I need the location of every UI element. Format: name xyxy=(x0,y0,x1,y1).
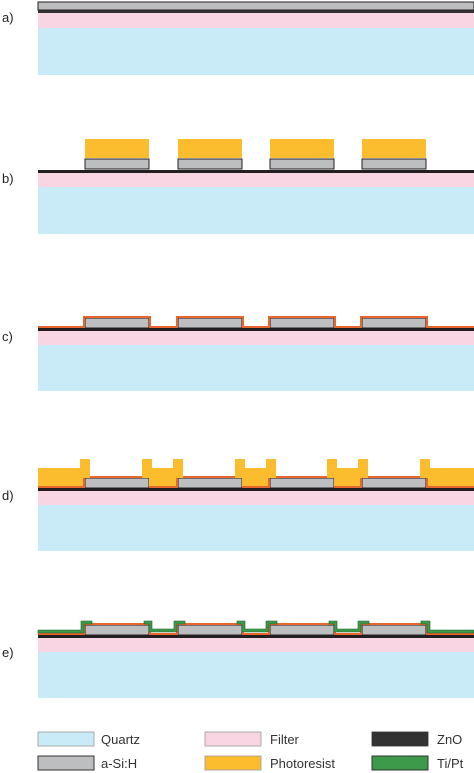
legend-item-tipt: Ti/Pt xyxy=(371,755,464,771)
asih-pad xyxy=(361,477,427,489)
asih-pad xyxy=(177,158,243,170)
tipt-electrode xyxy=(420,620,474,634)
legend-label-photoresist: Photoresist xyxy=(270,756,335,771)
asih-pad xyxy=(269,624,335,636)
legend-swatch-filter xyxy=(204,731,262,747)
zno-layer xyxy=(38,328,474,331)
asih-pad xyxy=(361,317,427,329)
asih-pad xyxy=(269,158,335,170)
step-b-label: b) xyxy=(2,171,14,186)
step-c-label: c) xyxy=(2,329,13,344)
legend-label-quartz: Quartz xyxy=(101,732,140,747)
photoresist-block xyxy=(235,459,276,486)
photoresist-block xyxy=(142,459,183,486)
zno-layer xyxy=(38,10,474,13)
zno-layer xyxy=(38,635,474,638)
legend-label-tipt: Ti/Pt xyxy=(437,756,464,771)
filter-layer xyxy=(38,331,474,345)
step-c-diagram xyxy=(38,316,474,391)
asih-pad xyxy=(84,624,150,636)
legend-label-asih: a-Si:H xyxy=(101,756,137,771)
asih-pad xyxy=(177,317,243,329)
step-d-label: d) xyxy=(2,488,14,503)
contact-layer xyxy=(38,623,474,635)
tipt-electrode xyxy=(236,620,278,633)
filter-layer xyxy=(38,173,474,187)
tipt-electrode xyxy=(37,620,93,634)
legend-item-zno: ZnO xyxy=(371,731,462,747)
photoresist-blocks xyxy=(85,139,426,158)
asih-pad xyxy=(84,317,150,329)
legend-item-asih: a-Si:H xyxy=(37,755,137,771)
legend-item-filter: Filter xyxy=(204,731,300,747)
tipt-electrodes xyxy=(37,620,474,634)
quartz-layer xyxy=(38,345,474,391)
asih-pad xyxy=(269,477,335,489)
step-d-diagram xyxy=(38,459,474,551)
photoresist-block xyxy=(38,459,90,486)
asih-pad xyxy=(84,158,150,170)
photoresist-block xyxy=(85,139,149,158)
photoresist-block xyxy=(327,459,368,486)
quartz-layer xyxy=(38,187,474,234)
asih-pad xyxy=(269,317,335,329)
asih-pad xyxy=(361,624,427,636)
legend-swatch-photoresist xyxy=(204,755,262,771)
asih-pads xyxy=(84,158,427,170)
quartz-layer xyxy=(38,652,474,698)
step-e-diagram xyxy=(37,620,474,698)
legend-swatch-asih xyxy=(37,755,95,771)
legend-swatch-tipt xyxy=(371,755,429,771)
legend-label-filter: Filter xyxy=(270,732,300,747)
legend-swatch-zno xyxy=(371,731,429,747)
step-a-label: a) xyxy=(2,10,14,25)
step-e-label: e) xyxy=(2,645,14,660)
photoresist-block xyxy=(362,139,426,158)
filter-layer xyxy=(38,491,474,505)
legend-swatch-quartz xyxy=(37,731,95,747)
zno-layer xyxy=(38,170,474,173)
asih-pad xyxy=(361,158,427,170)
photoresist-blocks xyxy=(38,459,474,486)
tipt-electrode xyxy=(143,620,186,633)
photoresist-block xyxy=(420,459,474,486)
filter-layer xyxy=(38,638,474,652)
tipt-electrode xyxy=(328,620,370,633)
photoresist-block xyxy=(270,139,334,158)
legend-label-zno: ZnO xyxy=(437,732,462,747)
quartz-layer xyxy=(38,505,474,551)
legend-item-photoresist: Photoresist xyxy=(204,755,335,771)
step-a-diagram xyxy=(37,1,474,75)
asih-pad xyxy=(84,477,150,489)
zno-layer xyxy=(38,488,474,491)
legend-item-quartz: Quartz xyxy=(37,731,140,747)
legend: Quartz Filter ZnO a-Si:H Photoresist Ti/… xyxy=(37,731,464,771)
contact-layer xyxy=(38,476,474,488)
filter-layer xyxy=(38,13,474,28)
asih-pad xyxy=(177,624,243,636)
asih-pad xyxy=(177,477,243,489)
quartz-layer xyxy=(38,28,474,75)
photoresist-block xyxy=(178,139,242,158)
asih-layer xyxy=(37,1,474,11)
contact-layer xyxy=(38,316,474,328)
step-b-diagram xyxy=(38,139,474,234)
